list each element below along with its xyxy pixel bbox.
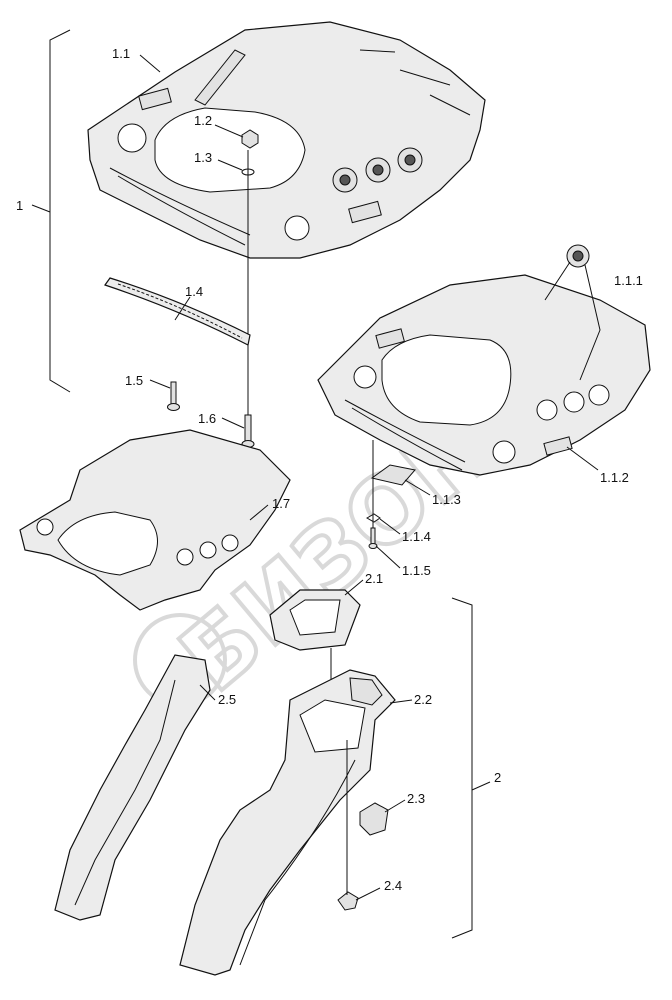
bracket-1-1-3 [370,464,416,486]
label-1: 1 [16,198,23,213]
bracket-group-2 [451,597,473,939]
label-2-4: 2.4 [384,878,402,893]
label-1-6: 1.6 [198,411,216,426]
label-1-1: 1.1 [112,46,130,61]
leader-1-1-4 [379,518,401,535]
label-2-5: 2.5 [218,692,236,707]
leader-1-1-1-a [544,261,571,301]
leader-1-2 [214,124,244,138]
leader-1-1-1-b [579,264,601,381]
console-2-2 [179,669,396,976]
leader-1-1-3 [404,479,431,496]
leader-2-4 [355,887,381,901]
label-2-3: 2.3 [407,791,425,806]
leader-1 [31,204,51,213]
label-2: 2 [494,770,501,785]
bracket-group-1 [49,29,71,393]
label-1-2: 1.2 [194,113,212,128]
leader-1-7 [249,504,269,521]
label-1-5: 1.5 [125,373,143,388]
leader-2-2 [389,699,413,704]
label-1-1-5: 1.1.5 [402,563,431,578]
grille-1-4 [104,277,251,346]
nut-1-2 [241,129,259,149]
insulation-1-7 [19,429,291,611]
leader-1-1-2 [566,446,599,471]
leader-1-3 [217,159,243,171]
label-1-1-4: 1.1.4 [402,529,431,544]
label-2-2: 2.2 [414,692,432,707]
leader-2-5 [199,684,216,701]
bracket-2-4 [337,891,359,911]
screw-1-1-5 [368,527,378,549]
leader-2-1 [344,579,364,596]
headliner-1-1 [87,21,486,259]
frame-2-1 [269,589,361,651]
duct-2-5 [54,654,211,921]
leader-2-3 [384,799,406,813]
label-1-1-1: 1.1.1 [614,273,643,288]
leader-1-4 [174,296,191,321]
label-1-3: 1.3 [194,150,212,165]
screw-1-5 [167,381,180,411]
label-1-7: 1.7 [272,496,290,511]
leader-1-1 [139,54,161,73]
dome-1-1-1 [566,244,590,268]
leader-1-1-5 [375,545,401,569]
label-1-4: 1.4 [185,284,203,299]
headliner-assembly-right [317,274,651,476]
leader-2 [471,781,491,791]
label-1-1-2: 1.1.2 [600,470,629,485]
screw-1-6 [241,414,255,448]
leader-1-6 [221,417,245,429]
leader-1-5 [149,379,171,389]
clip-2-3 [359,802,389,836]
label-2-1: 2.1 [365,571,383,586]
label-1-1-3: 1.1.3 [432,492,461,507]
